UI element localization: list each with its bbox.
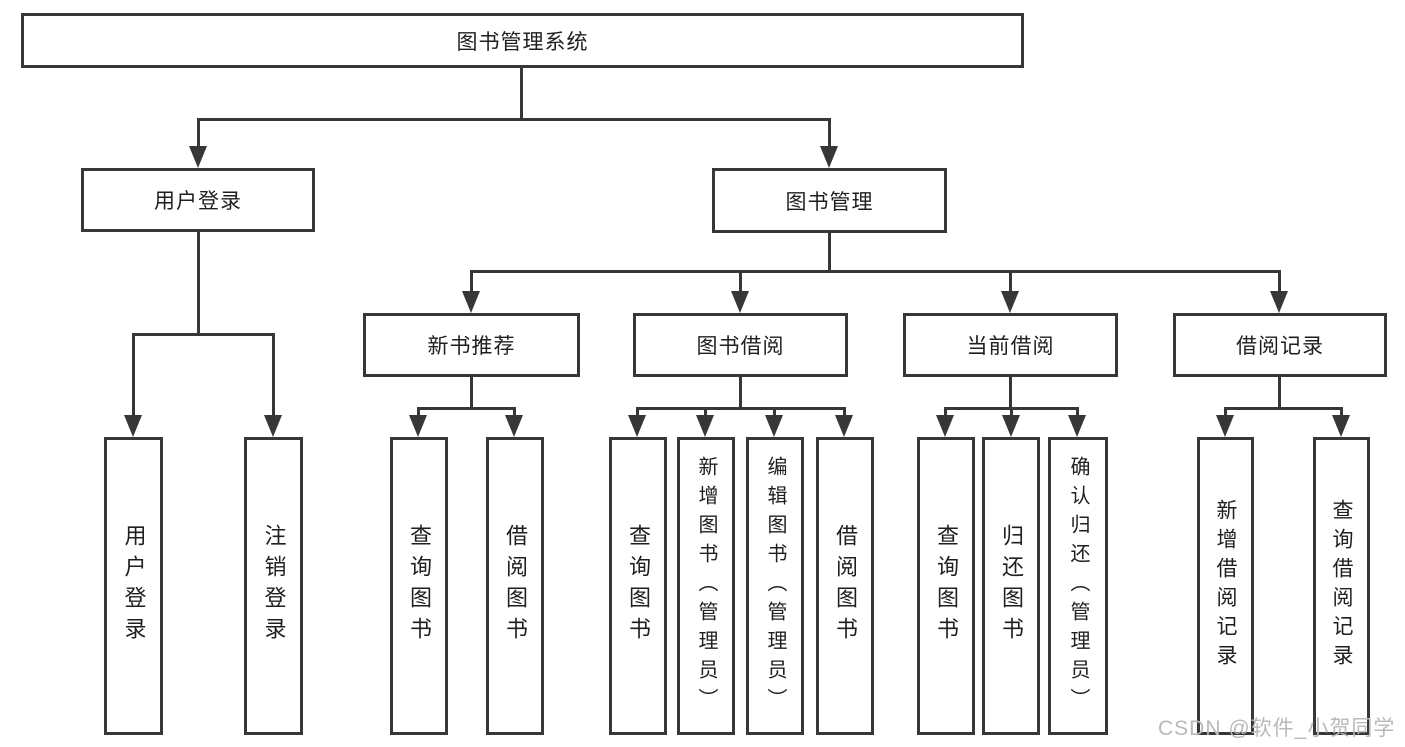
connector-user-login-bus: [132, 333, 275, 336]
connector-drop: [513, 407, 516, 417]
node-book-management: 图书管理: [712, 168, 947, 233]
connector-drop: [843, 407, 846, 417]
node-query-books-current: 查询图书: [917, 437, 975, 735]
connector-current-borrow-stem: [1009, 377, 1012, 410]
arrow-down-icon: [1002, 415, 1020, 437]
connector-drop: [417, 407, 420, 417]
connector-drop: [704, 407, 707, 417]
connector-drop-login-leaf: [132, 333, 135, 417]
node-query-books-borrowing: 查询图书: [609, 437, 667, 735]
node-label: 确认归还（管理员）: [1067, 455, 1089, 717]
connector-drop: [773, 407, 776, 417]
node-book-borrowing: 图书借阅: [633, 313, 848, 377]
connector-drop: [636, 407, 639, 417]
connector-drop: [1340, 407, 1343, 417]
connector-book-management-bus: [470, 270, 1281, 273]
node-label: 借阅记录: [1236, 335, 1324, 358]
node-query-books-recommend: 查询图书: [390, 437, 448, 735]
node-label: 新增借阅记录: [1214, 499, 1237, 673]
node-user-login-leaf: 用户登录: [104, 437, 163, 735]
connector-drop: [944, 407, 947, 417]
node-add-books-admin: 新增图书（管理员）: [677, 437, 735, 735]
csdn-watermark: CSDN @软件_小贺同学: [1158, 717, 1396, 740]
node-label: 查询图书: [626, 524, 651, 648]
connector-drop-current-borrow: [1009, 270, 1012, 293]
node-confirm-return-admin: 确认归还（管理员）: [1048, 437, 1108, 735]
connector-drop-new-book: [470, 270, 473, 293]
node-label: 查询图书: [407, 524, 432, 648]
connector-book-management-stem: [828, 233, 831, 273]
connector-root-stem: [520, 68, 523, 121]
node-new-book-recommendation: 新书推荐: [363, 313, 580, 377]
node-label: 借阅图书: [503, 524, 528, 648]
node-user-login: 用户登录: [81, 168, 315, 232]
node-return-books: 归还图书: [982, 437, 1040, 735]
arrow-down-icon: [628, 415, 646, 437]
connector-drop: [1076, 407, 1079, 417]
connector-drop-user-login: [197, 118, 200, 148]
node-borrow-books-recommend: 借阅图书: [486, 437, 544, 735]
node-borrow-books-borrowing: 借阅图书: [816, 437, 874, 735]
node-label: 用户登录: [121, 524, 147, 648]
arrow-down-icon: [936, 415, 954, 437]
connector-drop-book-borrow: [739, 270, 742, 293]
node-label: 查询借阅记录: [1330, 499, 1353, 673]
node-query-borrow-record: 查询借阅记录: [1313, 437, 1370, 735]
arrow-down-icon: [1332, 415, 1350, 437]
connector-borrow-records-bus: [1224, 407, 1342, 410]
node-library-management-system: 图书管理系统: [21, 13, 1024, 68]
node-label: 新书推荐: [427, 335, 516, 358]
node-label: 当前借阅: [966, 335, 1055, 358]
arrow-down-icon: [1270, 291, 1288, 313]
connector-drop-borrow-records: [1278, 270, 1281, 293]
node-current-borrowing: 当前借阅: [903, 313, 1118, 377]
connector-new-book-bus: [417, 407, 516, 410]
connector-drop: [1010, 407, 1013, 417]
connector-book-borrow-stem: [739, 377, 742, 410]
arrow-down-icon: [189, 146, 207, 168]
node-label: 用户登录: [154, 190, 242, 213]
node-label: 新增图书（管理员）: [695, 455, 717, 717]
arrow-down-icon: [124, 415, 142, 437]
node-label: 借阅图书: [833, 524, 858, 648]
node-add-borrow-record: 新增借阅记录: [1197, 437, 1254, 735]
connector-new-book-stem: [470, 377, 473, 410]
connector-root-bus: [197, 118, 831, 121]
arrow-down-icon: [462, 291, 480, 313]
connector-drop-book-management: [828, 118, 831, 148]
node-label: 编辑图书（管理员）: [764, 455, 786, 717]
node-label: 注销登录: [261, 524, 287, 648]
node-label: 图书借阅: [696, 335, 785, 358]
connector-book-borrow-bus: [636, 407, 845, 410]
node-label: 图书管理: [785, 190, 874, 214]
arrow-down-icon: [835, 415, 853, 437]
node-logout-leaf: 注销登录: [244, 437, 303, 735]
arrow-down-icon: [264, 415, 282, 437]
node-label: 查询图书: [934, 524, 959, 648]
connector-drop-logout-leaf: [272, 333, 275, 417]
arrow-down-icon: [1216, 415, 1234, 437]
arrow-down-icon: [820, 146, 838, 168]
node-label: 归还图书: [999, 524, 1024, 648]
arrow-down-icon: [1001, 291, 1019, 313]
arrow-down-icon: [765, 415, 783, 437]
arrow-down-icon: [731, 291, 749, 313]
node-edit-books-admin: 编辑图书（管理员）: [746, 437, 804, 735]
connector-drop: [1224, 407, 1227, 417]
arrow-down-icon: [1068, 415, 1086, 437]
connector-user-login-stem: [197, 232, 200, 336]
node-label: 图书管理系统: [456, 30, 589, 54]
connector-borrow-records-stem: [1278, 377, 1281, 410]
node-borrowing-records: 借阅记录: [1173, 313, 1387, 377]
arrow-down-icon: [409, 415, 427, 437]
arrow-down-icon: [505, 415, 523, 437]
arrow-down-icon: [696, 415, 714, 437]
